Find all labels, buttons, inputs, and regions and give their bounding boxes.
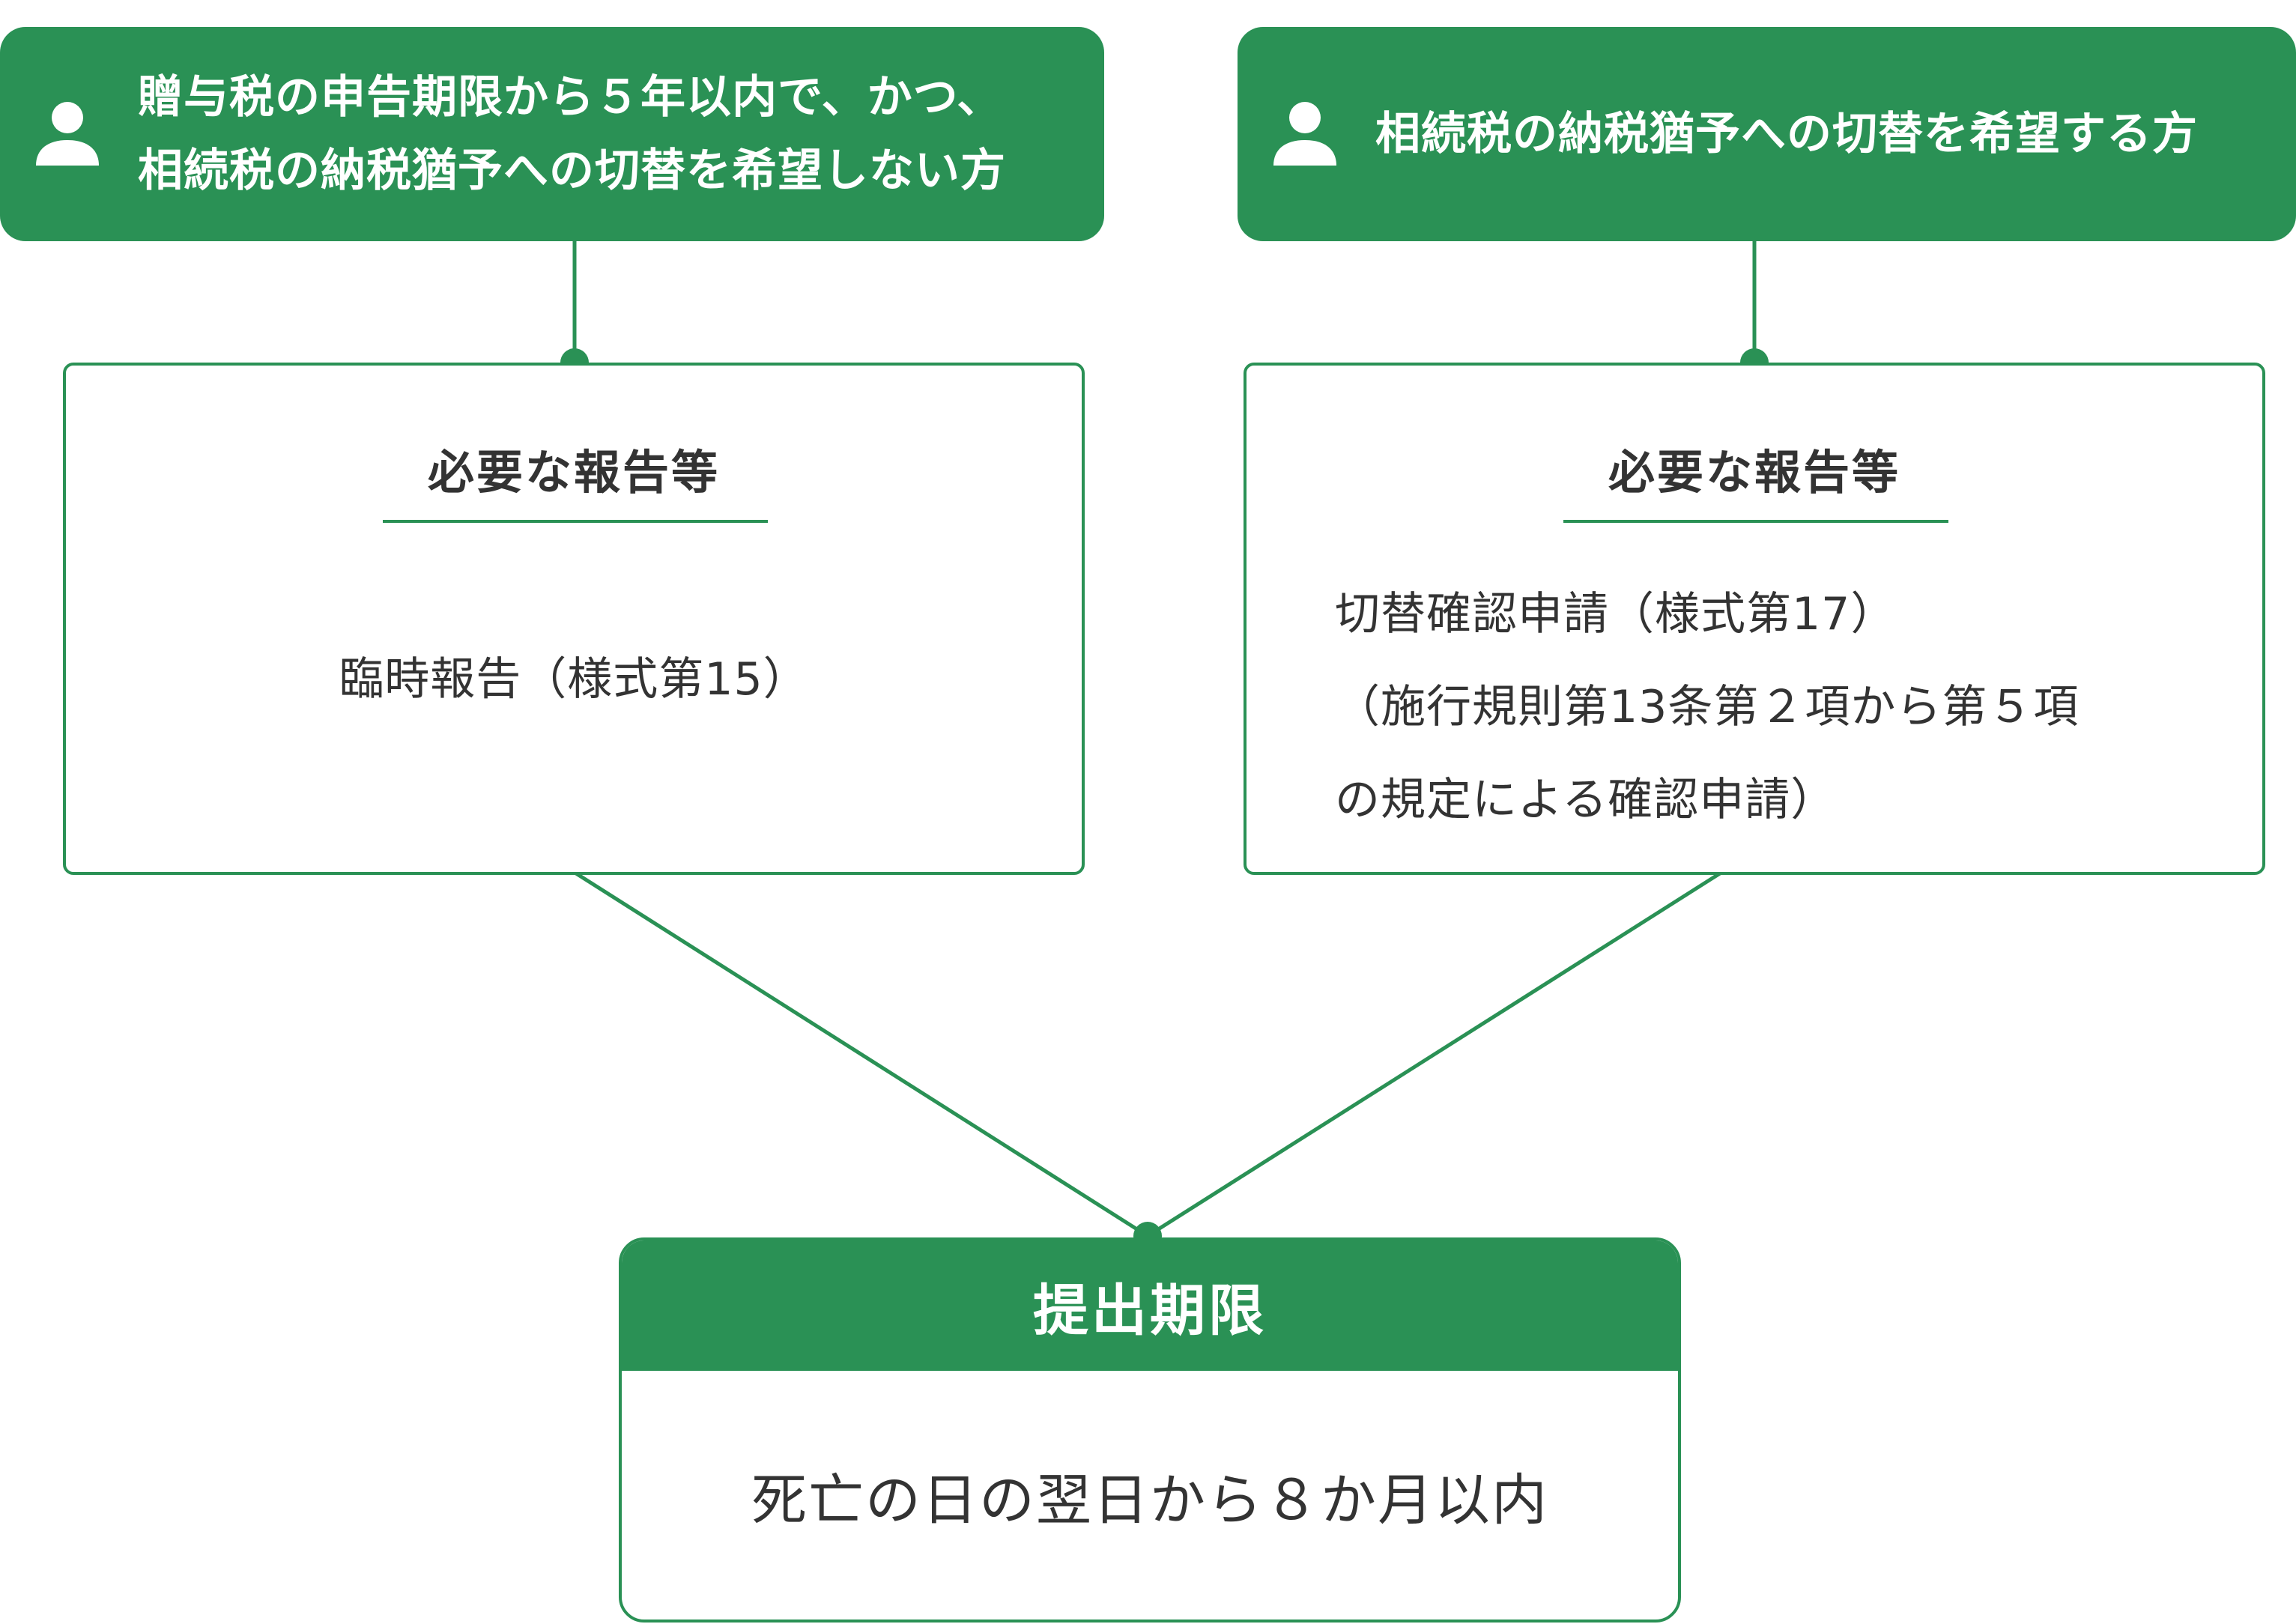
report-title-underline-left [383,520,768,523]
report-box-right: 必要な報告等 切替確認申請（様式第17） （施行規則第13条第２項から第５項 の… [1244,363,2265,875]
header-right: 相続税の納税猶予への切替を希望する方 [1238,27,2296,241]
deadline-box: 提出期限 死亡の日の翌日から８か月以内 [619,1237,1681,1623]
report-body-right-line-1: 切替確認申請（様式第17） [1335,588,1897,640]
report-body-left-line-1: 臨時報告（様式第15） [339,653,809,706]
deadline-value: 死亡の日の翌日から８か月以内 [751,1467,1548,1533]
report-title-right: 必要な報告等 [1608,445,1900,500]
report-title-underline-right [1563,520,1948,523]
report-box-left: 必要な報告等 臨時報告（様式第15） [63,363,1085,875]
connector-left-report-to-deadline [575,871,1149,1238]
report-title-left: 必要な報告等 [427,445,720,500]
report-body-right-line-2: （施行規則第13条第２項から第５項 [1335,681,2080,733]
header-left-line-2: 相続税の納税猶予への切替を希望しない方 [138,145,1006,197]
report-body-right-line-3: の規定による確認申請） [1335,774,1837,826]
deadline-title: 提出期限 [622,1240,1678,1371]
report-body-left: 臨時報告（様式第15） [66,643,1082,708]
header-left: 贈与税の申告期限から５年以内で、かつ、 相続税の納税猶予への切替を希望しない方 [0,27,1104,241]
header-left-line-1: 贈与税の申告期限から５年以内で、かつ、 [138,71,1003,124]
header-right-line-1: 相続税の納税猶予への切替を希望する方 [1375,108,2198,160]
person-icon [36,102,99,166]
header-left-text: 贈与税の申告期限から５年以内で、かつ、 相続税の納税猶予への切替を希望しない方 [138,61,1006,207]
connector-right-report-to-deadline [1146,871,1721,1238]
person-icon [1273,102,1336,166]
header-right-text: 相続税の納税猶予への切替を希望する方 [1375,97,2198,171]
report-body-right: 切替確認申請（様式第17） （施行規則第13条第２項から第５項 の規定による確認… [1335,568,2079,846]
